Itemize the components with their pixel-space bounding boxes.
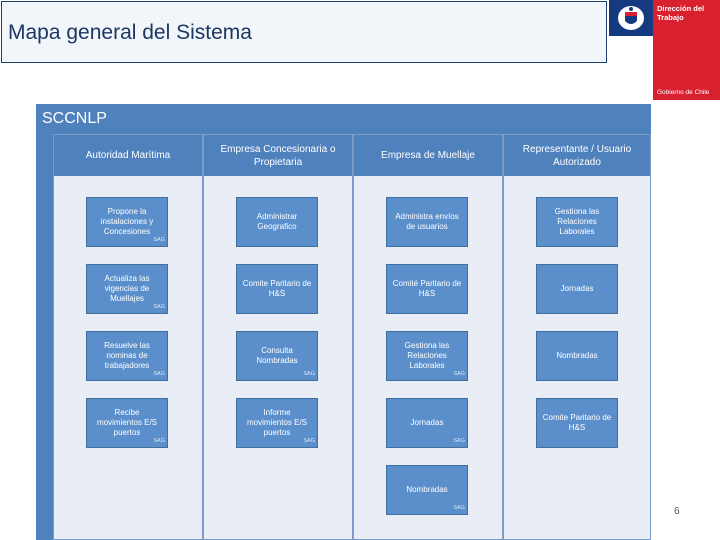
process-box[interactable]: Administra envíos de usuarios xyxy=(386,197,468,247)
page-number: 6 xyxy=(674,506,680,517)
lane-header: Autoridad Marítima xyxy=(54,135,202,177)
box-label: Gestiona las Relaciones Laborales xyxy=(554,207,600,236)
process-box[interactable]: Administrar Geografico xyxy=(236,197,318,247)
box-label: Comité Paritario de H&S xyxy=(392,279,462,298)
box-tag: SAG xyxy=(153,304,165,310)
brand-logo: Dirección del Trabajo Gobierno de Chile xyxy=(609,0,720,100)
lane-representante: Representante / Usuario Autorizado Gesti… xyxy=(503,134,651,540)
box-label: Recibe movimientos E/S puertos xyxy=(96,408,158,437)
process-box[interactable]: Comite Paritario de H&S xyxy=(236,264,318,314)
box-tag: SAG xyxy=(153,371,165,377)
box-tag: SAG xyxy=(303,438,315,444)
box-tag: SAG xyxy=(453,505,465,511)
logo-line-2: Trabajo xyxy=(657,13,684,22)
box-label: Consulta Nombradas xyxy=(256,346,298,365)
box-label: Comite Paritario de H&S xyxy=(542,413,612,432)
box-label: Actualiza las vigencias de Muellajes xyxy=(104,274,150,303)
lane-header: Representante / Usuario Autorizado xyxy=(504,135,650,177)
box-label: Jornadas xyxy=(560,284,594,293)
title-bar: Mapa general del Sistema xyxy=(1,1,607,63)
diagram-left-strip xyxy=(36,134,53,540)
process-box[interactable]: Gestiona las Relaciones Laborales xyxy=(536,197,618,247)
coat-of-arms-icon xyxy=(618,6,644,30)
lane-empresa-muellaje: Empresa de Muellaje Administra envíos de… xyxy=(353,134,503,540)
lane-header: Empresa Concesionaria o Propietaria xyxy=(204,135,352,177)
logo-line-1: Dirección del xyxy=(657,4,705,13)
process-box[interactable]: Jornadas xyxy=(536,264,618,314)
page-title: Mapa general del Sistema xyxy=(8,21,252,44)
lane-header: Empresa de Muellaje xyxy=(354,135,502,177)
lane-autoridad-maritima: Autoridad Marítima Propone la instalacio… xyxy=(53,134,203,540)
box-label: Administra envíos de usuarios xyxy=(395,212,459,231)
box-tag: SAG xyxy=(453,438,465,444)
process-box[interactable]: Comite Paritario de H&S xyxy=(536,398,618,448)
box-label: Jornadas xyxy=(410,418,444,427)
diagram-title: SCCNLP xyxy=(42,110,107,127)
box-label: Nombradas xyxy=(556,351,598,360)
process-box[interactable]: Nombradas xyxy=(536,331,618,381)
box-label: Comite Paritario de H&S xyxy=(242,279,312,298)
box-tag: SAG xyxy=(453,371,465,377)
box-tag: SAG xyxy=(303,371,315,377)
logo-footer: Gobierno de Chile xyxy=(657,89,710,96)
box-tag: SAG xyxy=(153,237,165,243)
logo-white-block xyxy=(609,36,653,100)
box-label: Nombradas xyxy=(406,485,448,494)
box-label: Administrar Geografico xyxy=(256,212,298,231)
box-label: Informe movimientos E/S puertos xyxy=(246,408,308,437)
lane-empresa-concesionaria: Empresa Concesionaria o Propietaria Admi… xyxy=(203,134,353,540)
box-tag: SAG xyxy=(153,438,165,444)
box-label: Gestiona las Relaciones Laborales xyxy=(404,341,450,370)
box-label: Propone la instalaciones y Concesiones xyxy=(100,207,154,236)
system-diagram: SCCNLP Autoridad Marítima Propone la ins… xyxy=(36,104,651,540)
process-box[interactable]: Comité Paritario de H&S xyxy=(386,264,468,314)
box-label: Resuelve las nominas de trabajadores xyxy=(104,341,150,370)
